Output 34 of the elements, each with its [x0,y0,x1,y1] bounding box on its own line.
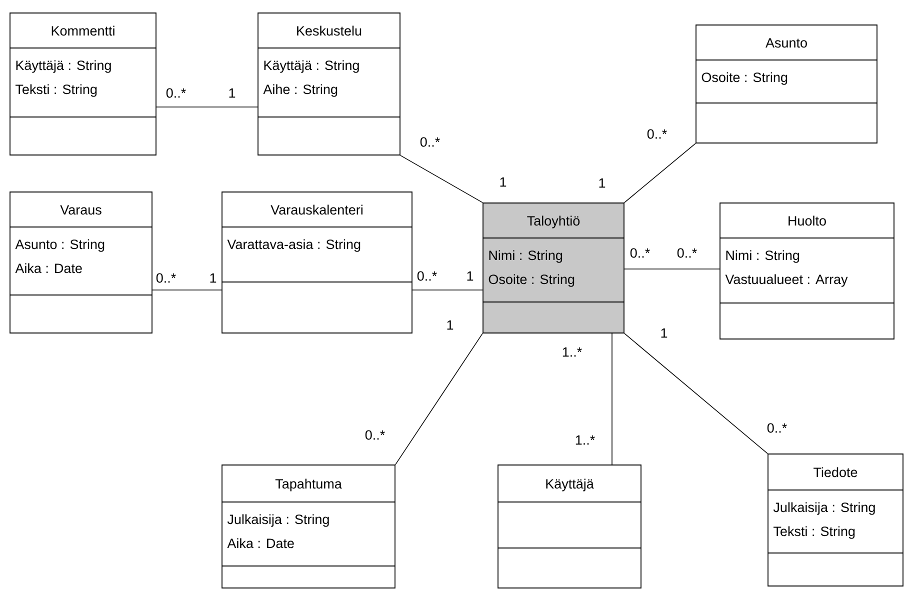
multiplicity-label: 0..* [417,271,437,281]
association-line [400,155,483,203]
multiplicity-label: 1 [661,328,668,338]
multiplicity-label: 0..* [156,273,176,283]
multiplicity-label: 0..* [365,430,385,440]
class-box: Asunto Osoite : String [696,24,878,144]
association-line [624,143,696,203]
association-line [156,106,258,108]
class-box: Taloyhtiö Nimi : String Osoite : String [482,202,624,334]
association-line [624,268,720,270]
class-box: Käyttäjä [498,464,642,588]
multiplicity-label: 1 [229,88,236,98]
multiplicity-label: 0..* [767,423,787,433]
class-box: Tiedote Julkaisija : String Teksti : String [768,454,904,586]
multiplicity-label: 0..* [630,248,650,258]
multiplicity-label: 1..* [562,347,582,357]
class-box: Varauskalenteri Varattava-asia : String [222,192,412,334]
class-box: Keskustelu Käyttäjä : String Aihe : String [258,12,400,156]
multiplicity-label: 1 [467,271,474,281]
multiplicity-label: 0..* [647,129,667,139]
class-box: Kommentti Käyttäjä : String Teksti : String [10,12,156,156]
multiplicity-label: 1..* [576,435,595,445]
multiplicity-label: 0..* [420,137,440,147]
multiplicity-label: 0..* [166,88,186,98]
class-box: Varaus Asunto : String Aika : Date [10,192,152,334]
multiplicity-label: 0..* [677,248,697,258]
multiplicity-label: 1 [500,177,506,187]
association-line [624,333,768,454]
class-box: Tapahtuma Julkaisija : String Aika : Date [222,464,396,588]
association-line [395,333,483,465]
class-box: Huolto Nimi : String Vastuualueet : Array [720,202,894,340]
multiplicity-label: 1 [210,273,216,283]
multiplicity-label: 1 [599,178,606,188]
multiplicity-label: 1 [447,320,454,330]
